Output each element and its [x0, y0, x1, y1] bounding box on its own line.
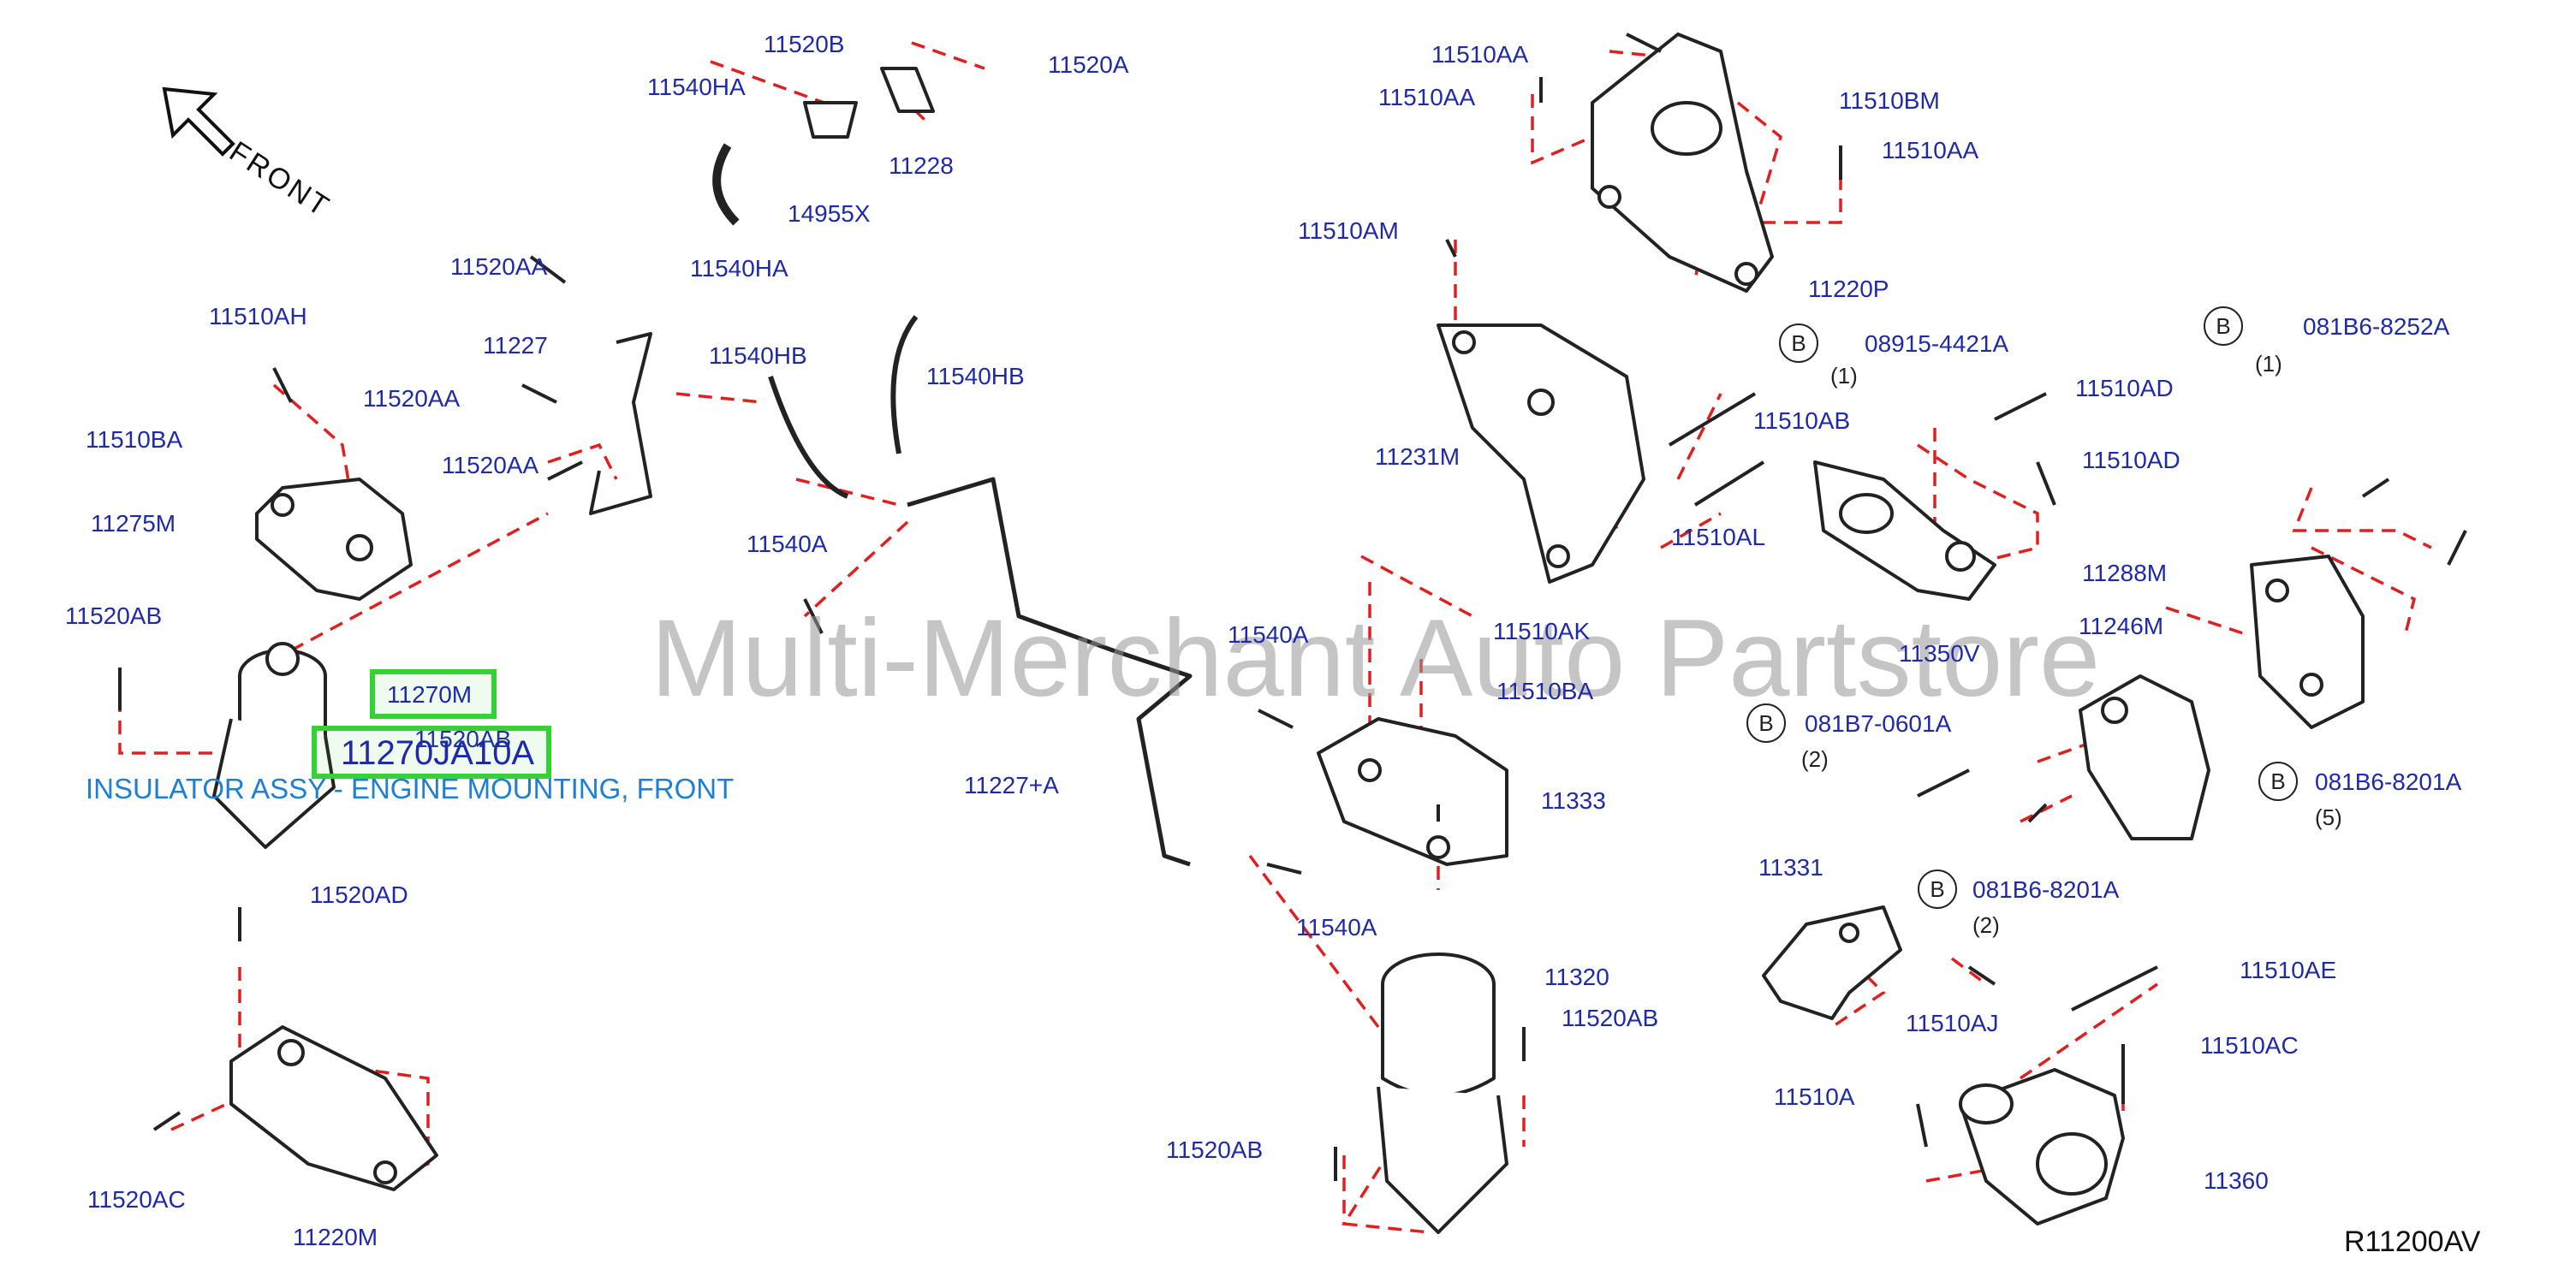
callout-11540HB[interactable]: 11540HB [709, 342, 807, 369]
callout-11510AA-2[interactable]: 11510AA [1378, 84, 1476, 110]
callout-14955X[interactable]: 14955X [788, 200, 871, 227]
callout-11520AA-3[interactable]: 11520AA [442, 452, 539, 478]
callout-11510AM[interactable]: 11510AM [1298, 217, 1399, 244]
callout-11520AB[interactable]: 11520AB [65, 602, 163, 629]
qty-label: (1) [1830, 363, 1858, 389]
callout-11220P[interactable]: 11220P [1808, 276, 1889, 302]
highlight-label-11270JA10A: 11270JA10A [341, 734, 535, 772]
callout-11220M[interactable]: 11220M [293, 1224, 378, 1250]
callout-11520B[interactable]: 11520B [764, 31, 845, 57]
callout-11510AA-3[interactable]: 11510AA [1882, 137, 1979, 163]
callout-11350V[interactable]: 11350V [1899, 640, 1980, 667]
qty-label-4: (5) [2315, 804, 2342, 830]
callout-11231M[interactable]: 11231M [1375, 443, 1461, 470]
callout-11520AD[interactable]: 11520AD [310, 881, 408, 908]
callout-11520AA-2[interactable]: 11520AA [363, 385, 461, 412]
callout-11540HA[interactable]: 11540HA [647, 74, 746, 100]
bolt-symbol-2: B [2204, 306, 2243, 346]
callout-11331[interactable]: 11331 [1758, 854, 1823, 881]
callout-11510BA[interactable]: 11510BA [86, 426, 183, 453]
callout-11540A-2[interactable]: 11540A [1228, 621, 1309, 648]
callout-11510AH[interactable]: 11510AH [209, 303, 307, 329]
callout-11246M[interactable]: 11246M [2079, 613, 2164, 639]
callout-11520AB-4[interactable]: 11520AB [1166, 1136, 1264, 1163]
qty-label-5: (2) [1972, 912, 2000, 938]
callout-11540HA-lower[interactable]: 11540HA [690, 255, 788, 282]
callout-11520A[interactable]: 11520A [1048, 51, 1129, 78]
qty-label-2: (1) [2255, 351, 2282, 377]
callout-11540A[interactable]: 11540A [747, 531, 828, 557]
callout-11510AE[interactable]: 11510AE [2240, 957, 2337, 983]
highlight-part-11270M[interactable]: 11270M [370, 669, 497, 719]
bolt-symbol-5: B [1918, 869, 1957, 909]
drawing-code: R11200AV [2344, 1225, 2481, 1258]
callout-11510BM[interactable]: 11510BM [1839, 87, 1940, 114]
callout-11510AK[interactable]: 11510AK [1493, 618, 1591, 644]
callout-11227[interactable]: 11227 [483, 332, 548, 359]
callout-081B6-8252A[interactable]: 081B6-8252A [2303, 313, 2450, 340]
highlight-part-11270JA10A[interactable]: 11270JA10A [312, 726, 551, 779]
callout-081B6-8201A[interactable]: 081B6-8201A [2315, 769, 2462, 795]
highlight-label-11270M: 11270M [387, 681, 473, 708]
callout-11540A-3[interactable]: 11540A [1296, 914, 1377, 941]
callout-11510AD-2[interactable]: 11510AD [2082, 447, 2180, 473]
bolt-symbol-3: B [1746, 703, 1786, 743]
callout-11275M[interactable]: 11275M [91, 510, 176, 537]
parts-line-art [118, 33, 2467, 1234]
callout-11228[interactable]: 11228 [889, 152, 954, 179]
callout-11510AA[interactable]: 11510AA [1431, 41, 1529, 68]
callout-08915-4421A[interactable]: 08915-4421A [1865, 330, 2009, 357]
callout-11320[interactable]: 11320 [1544, 964, 1609, 990]
callout-11520AA[interactable]: 11520AA [450, 253, 548, 280]
callout-11510AL[interactable]: 11510AL [1671, 524, 1766, 550]
callout-11520AC[interactable]: 11520AC [87, 1186, 186, 1213]
callout-11520AB-3[interactable]: 11520AB [1562, 1005, 1659, 1031]
callout-11540HB-2[interactable]: 11540HB [926, 363, 1025, 389]
bolt-symbol: B [1779, 323, 1818, 363]
callout-11227-A[interactable]: 11227+A [964, 772, 1059, 798]
callout-11510BA-2[interactable]: 11510BA [1496, 678, 1594, 704]
callout-11288M[interactable]: 11288M [2082, 560, 2168, 586]
callout-11510A[interactable]: 11510A [1774, 1083, 1855, 1110]
callout-11510AD[interactable]: 11510AD [2075, 375, 2174, 401]
callout-081B6-8201A-2[interactable]: 081B6-8201A [1972, 876, 2120, 903]
callout-11510AC[interactable]: 11510AC [2200, 1032, 2299, 1059]
callout-081B7-0601A[interactable]: 081B7-0601A [1805, 710, 1952, 737]
callout-11360[interactable]: 11360 [2204, 1167, 2269, 1194]
callout-11333[interactable]: 11333 [1541, 787, 1606, 814]
callout-11510AJ[interactable]: 11510AJ [1906, 1010, 1999, 1036]
front-arrow-icon [162, 86, 235, 157]
part-tooltip: INSULATOR ASSY - ENGINE MOUNTING, FRONT [86, 773, 735, 804]
watermark: Multi-Merchant Auto Partstore [651, 597, 2101, 720]
bolt-symbol-4: B [2258, 762, 2298, 801]
callout-11510AB[interactable]: 11510AB [1753, 407, 1851, 434]
qty-label-3: (2) [1801, 746, 1829, 772]
